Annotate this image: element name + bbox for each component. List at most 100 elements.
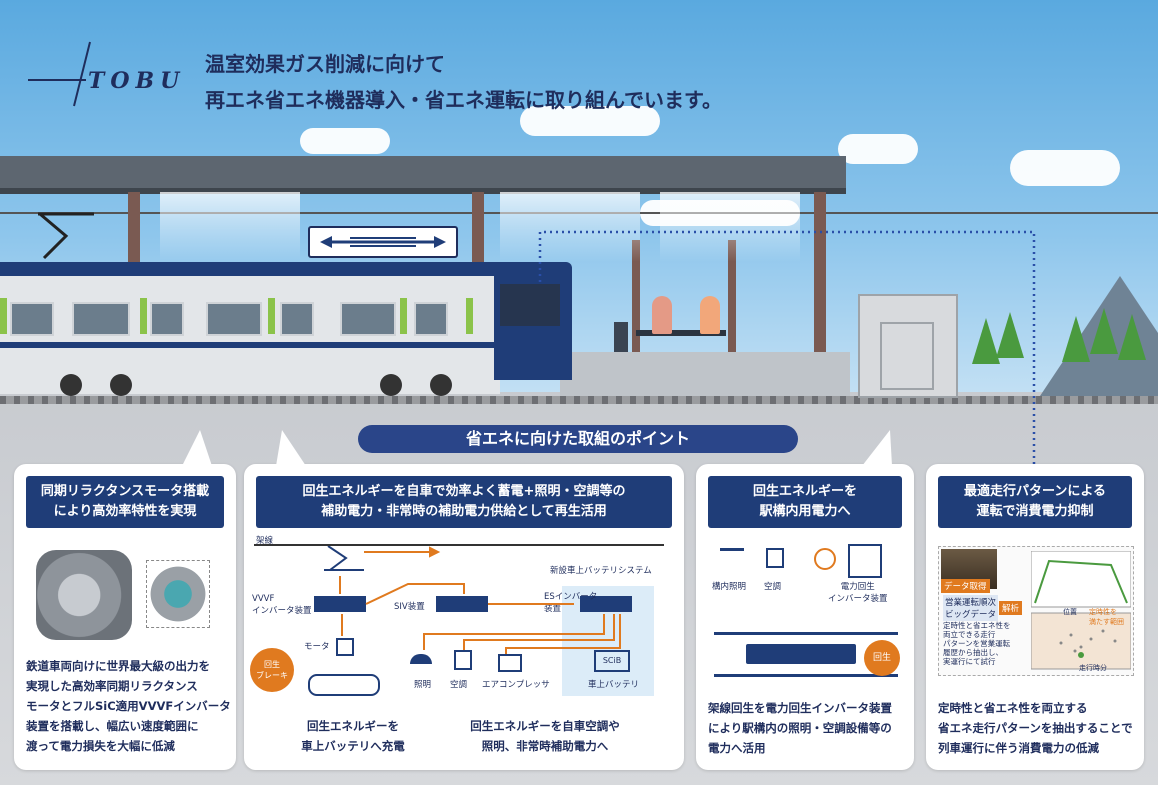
body-line: 定時性と省エネ性を両立する bbox=[938, 701, 1088, 715]
direction-sign bbox=[308, 226, 458, 258]
panel-optimal-run: 最適走行パターンによる運転で消費電力抑制 データ取得 営業運転順次 ビッグデータ… bbox=[926, 464, 1144, 770]
position-label: 位置 bbox=[1063, 608, 1077, 616]
target-label: 定時性を 満たす範囲 bbox=[1089, 608, 1124, 626]
passenger-icon bbox=[652, 296, 672, 334]
flow-arrows bbox=[339, 546, 621, 654]
es-unit bbox=[580, 596, 632, 612]
cloud bbox=[300, 128, 390, 154]
passenger-icon bbox=[700, 296, 720, 334]
cloud bbox=[838, 134, 918, 164]
motor-illustration bbox=[36, 550, 132, 640]
points-banner: 省エネに向けた取組のポイント bbox=[358, 425, 798, 453]
caption-line: 車上バッテリへ充電 bbox=[301, 739, 405, 753]
logo-text: TOBU bbox=[88, 68, 186, 94]
panel-motor: 同期リラクタンスモータ搭載により高効率特性を実現 鉄道車両向けに世界最大級の出力… bbox=[14, 464, 236, 770]
dotted-connector bbox=[538, 230, 1036, 464]
headline-line-2: 再エネ省エネ機器導入・省エネ運転に取り組んでいます。 bbox=[205, 88, 722, 112]
vvvf-label: VVVF インバータ装置 bbox=[252, 594, 312, 616]
tree bbox=[1062, 316, 1090, 362]
body-line: 鉄道車両向けに世界最大級の出力を bbox=[26, 659, 210, 673]
train-icon bbox=[746, 644, 856, 664]
roof-light bbox=[500, 192, 640, 262]
panel-tail bbox=[182, 430, 212, 466]
roof-light bbox=[160, 192, 300, 262]
panel-title: 同期リラクタンスモータ搭載により高効率特性を実現 bbox=[26, 476, 224, 528]
caption-line: 回生エネルギーを自車空調や bbox=[470, 719, 620, 733]
tobu-logo: TOBU bbox=[28, 38, 179, 108]
body-line: により駅構内の照明・空調設備等の bbox=[708, 721, 892, 735]
motor-label: モータ bbox=[304, 642, 330, 652]
overhead-label: 架線 bbox=[256, 536, 274, 546]
note-label: 定時性と省エネ性を 両立できる走行 パターンを営業運転 履歴から抽出し、 実運行… bbox=[943, 621, 1011, 666]
aircon-icon bbox=[454, 650, 472, 670]
siv-label: SIV装置 bbox=[394, 602, 425, 612]
headline: 温室効果ガス削減に向けて 再エネ省エネ機器導入・省エネ運転に取り組んでいます。 bbox=[205, 46, 722, 118]
platform bbox=[560, 352, 850, 396]
panel-battery: 回生エネルギーを自車で効率よく蓄電+照明・空調等の補助電力・非常時の補助電力供給… bbox=[244, 464, 684, 770]
cloud bbox=[1010, 150, 1120, 186]
aircon-label: 空調 bbox=[450, 680, 468, 690]
train-cab bbox=[494, 262, 572, 380]
body-line: モータとフルSiC適用VVVFインバータ bbox=[26, 699, 231, 713]
light-label: 照明 bbox=[414, 680, 432, 690]
trash-bin bbox=[614, 322, 628, 352]
compressor-label: エアコンプレッサ bbox=[482, 680, 550, 690]
panel-station-power: 回生エネルギーを駅構内用電力へ 構内照明 空調 電力回生 インバータ装置 回生 … bbox=[696, 464, 914, 770]
roof-light bbox=[660, 192, 800, 262]
analysis-chart: データ取得 営業運転順次 ビッグデータ 解析 定時性と省エネ性を 両立できる走行… bbox=[938, 546, 1134, 676]
regen-brake-badge: 回生 ブレーキ bbox=[250, 648, 294, 692]
inverter-label: 電力回生 インバータ装置 bbox=[828, 582, 888, 604]
time-label: 走行時分 bbox=[1079, 664, 1107, 672]
bench bbox=[636, 330, 726, 336]
body-line: 架線回生を電力回生インバータ装置 bbox=[708, 701, 892, 715]
regen-icon bbox=[814, 548, 836, 570]
battery-label: 車上バッテリ bbox=[588, 680, 640, 690]
station-light-label: 構内照明 bbox=[712, 582, 747, 592]
rail-track bbox=[0, 396, 1158, 404]
pantograph-icon bbox=[36, 212, 96, 262]
bigdata-label: 営業運転順次 ビッグデータ bbox=[943, 595, 999, 621]
tree bbox=[1090, 308, 1118, 354]
analysis-tag: 解析 bbox=[999, 601, 1023, 615]
regen-badge: 回生 bbox=[864, 640, 900, 676]
light-icon bbox=[410, 654, 432, 664]
pillar bbox=[632, 240, 640, 360]
station-light-icon bbox=[720, 548, 744, 571]
motor-icon bbox=[336, 638, 354, 656]
pantograph-icon bbox=[324, 545, 364, 572]
panel-tail bbox=[862, 430, 892, 466]
body-line: 電力へ活用 bbox=[708, 741, 766, 755]
body-line: 渡って電力損失を大幅に低減 bbox=[26, 739, 175, 753]
station-roof bbox=[0, 156, 846, 192]
compressor-icon bbox=[498, 654, 522, 672]
speed-curve bbox=[1031, 551, 1131, 670]
vvvf-unit bbox=[314, 596, 366, 612]
bogie-icon bbox=[308, 674, 380, 696]
inverter-icon bbox=[848, 544, 882, 578]
tree bbox=[1118, 314, 1146, 360]
pillar bbox=[814, 192, 826, 382]
roof-edge bbox=[0, 188, 846, 194]
aircon-label: 空調 bbox=[764, 582, 782, 592]
data-tag: データ取得 bbox=[941, 579, 990, 593]
panel-title: 回生エネルギーを自車で効率よく蓄電+照明・空調等の補助電力・非常時の補助電力供給… bbox=[256, 476, 672, 528]
headline-line-1: 温室効果ガス削減に向けて bbox=[205, 52, 445, 76]
panel-tail bbox=[276, 430, 306, 466]
body-line: 列車運行に伴う消費電力の低減 bbox=[938, 741, 1099, 755]
panel-title: 回生エネルギーを駅構内用電力へ bbox=[708, 476, 902, 528]
train bbox=[0, 262, 572, 396]
train-car bbox=[0, 262, 500, 394]
tree bbox=[972, 318, 1000, 364]
cloud bbox=[520, 106, 660, 136]
body-line: 装置を搭載し、幅広い速度範囲に bbox=[26, 719, 199, 733]
siv-unit bbox=[436, 596, 488, 612]
caption-line: 回生エネルギーを bbox=[307, 719, 399, 733]
panel-title: 最適走行パターンによる運転で消費電力抑制 bbox=[938, 476, 1132, 528]
battery-system-label: 新設車上バッテリシステム bbox=[550, 566, 652, 576]
scib-battery: SCiB bbox=[594, 650, 630, 672]
pillar bbox=[728, 240, 736, 360]
inverter-illustration bbox=[146, 560, 210, 628]
body-line: 省エネ走行パターンを抽出することで bbox=[938, 721, 1133, 735]
tree bbox=[996, 312, 1024, 358]
body-line: 実現した高効率同期リラクタンス bbox=[26, 679, 198, 693]
